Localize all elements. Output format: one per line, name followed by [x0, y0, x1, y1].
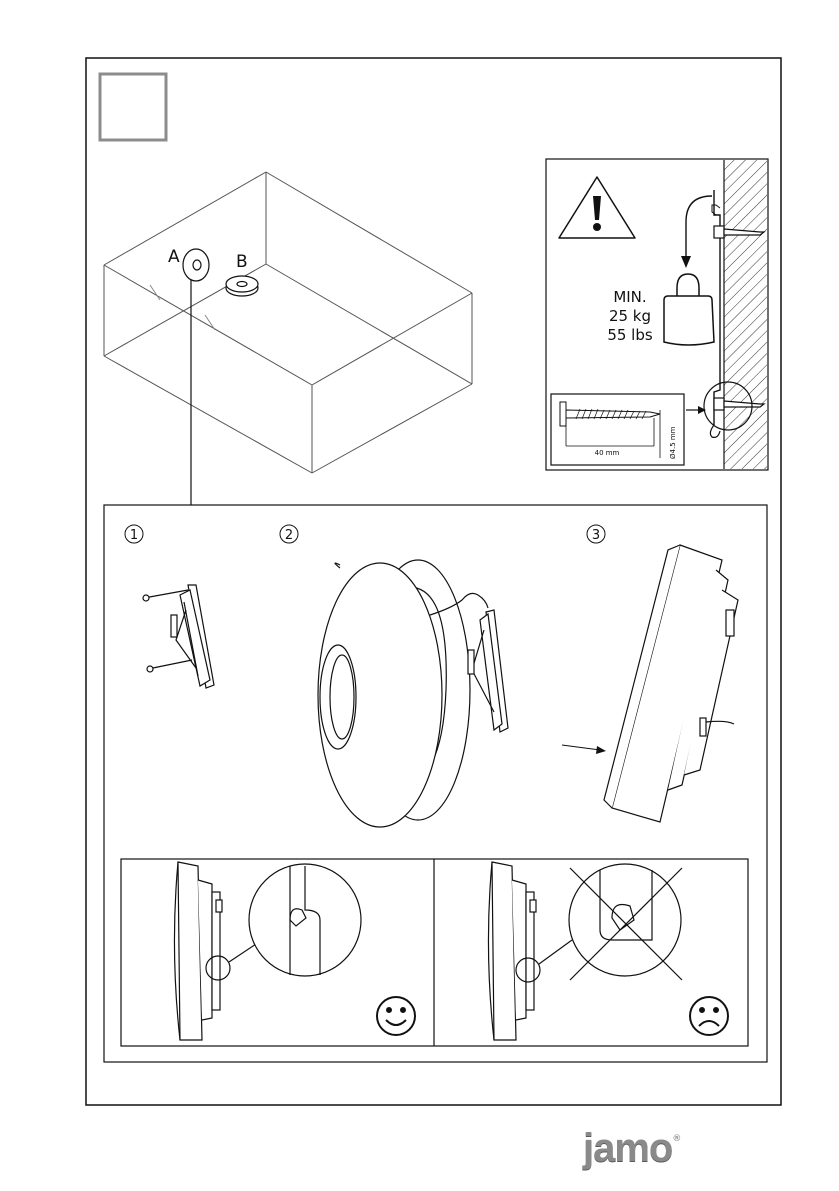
brand-name: jamo: [583, 1126, 672, 1170]
step-1-bracket: [143, 585, 214, 688]
incorrect-mount-drawing: [488, 862, 682, 1040]
screw-diameter-label: Ø4.5 mm: [669, 426, 677, 459]
step-3-speaker: [604, 545, 738, 822]
room-box-drawing: [104, 172, 472, 473]
fixture-a-label: A: [168, 247, 180, 267]
registered-mark: ®: [672, 1134, 681, 1144]
screw-length-label: 40 mm: [595, 449, 620, 457]
min-label: MIN.: [613, 288, 646, 306]
step-3-number: 3: [592, 528, 600, 543]
happy-face-icon: [377, 997, 415, 1035]
weight-kg: 25 kg: [609, 307, 651, 325]
step-indicator-box: [100, 74, 166, 140]
step-2-number: 2: [285, 528, 293, 543]
weight-lbs: 55 lbs: [607, 326, 653, 344]
correct-mount-drawing: [174, 862, 361, 1040]
step-2-speaker: [318, 560, 508, 827]
fixture-a: [183, 249, 209, 281]
step-1-number: 1: [130, 528, 138, 543]
fixture-b-label: B: [236, 252, 248, 272]
fixture-b: [226, 276, 258, 296]
sad-face-icon: [690, 997, 728, 1035]
jamo-logo: jamo®: [583, 1128, 728, 1168]
